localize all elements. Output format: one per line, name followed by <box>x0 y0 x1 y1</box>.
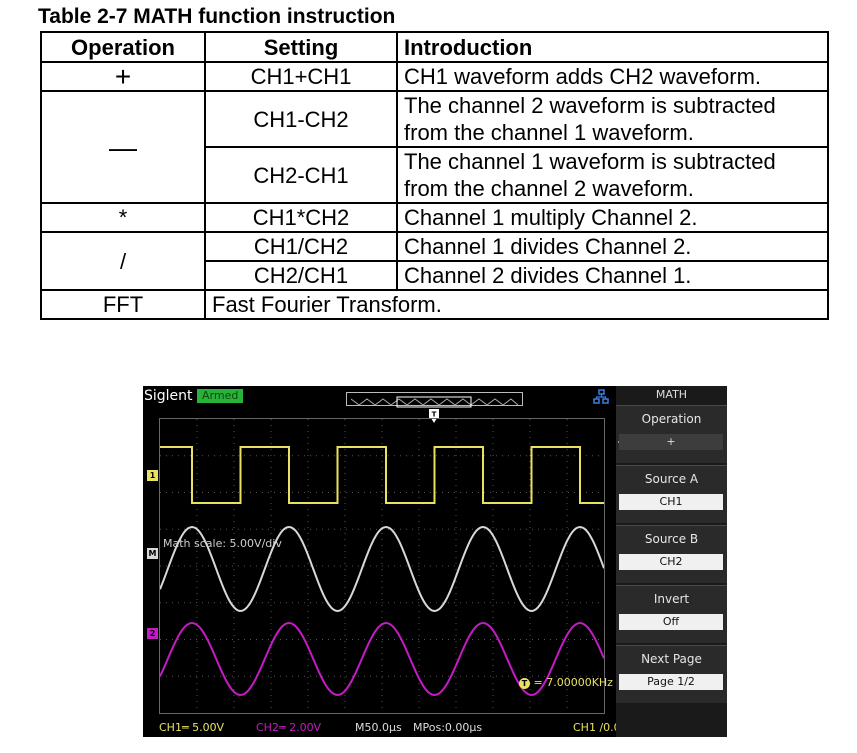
menu-invert[interactable]: Invert Off <box>616 585 727 643</box>
ch1-scale: CH1═ 5.00V <box>159 721 225 734</box>
trigger-position-icon: T <box>429 409 439 423</box>
menu-label: Invert <box>653 592 690 606</box>
table-row: CH2-CH1 The channel 1 waveform is subtra… <box>41 146 829 204</box>
menu-operation[interactable]: Operation + <box>616 405 727 463</box>
next-page-value: Page 1/2 <box>619 674 723 690</box>
header-operation: Operation <box>40 31 206 63</box>
network-icon <box>593 389 609 404</box>
math-side-menu: MATH Operation + Source A CH1 Source B C… <box>616 386 727 737</box>
table-row: / CH1/CH2 Channel 1 divides Channel 2. <box>40 231 829 291</box>
header-setting: Setting <box>204 31 398 63</box>
table-row: * CH1*CH2 Channel 1 multiply Channel 2. <box>40 202 829 233</box>
timebase-readout: M50.0µs <box>355 721 402 734</box>
operation-value: + <box>619 434 723 450</box>
status-bar: Siglent Armed <box>143 386 616 408</box>
menu-source-a[interactable]: Source A CH1 <box>616 465 727 523</box>
setting-cell: CH1-CH2 <box>204 90 398 148</box>
trigger-status-badge: Armed <box>197 389 244 403</box>
waveform-grid <box>159 418 727 714</box>
operation-cell: + <box>40 61 206 92</box>
header-introduction: Introduction <box>396 31 829 63</box>
introduction-cell: The channel 1 waveform is subtracted fro… <box>396 146 829 204</box>
memory-waveform-icon <box>350 396 519 408</box>
math-function-table: Operation Setting Introduction + CH1+CH1… <box>40 31 829 320</box>
menu-source-b[interactable]: Source B CH2 <box>616 525 727 583</box>
oscilloscope-screen: Siglent Armed T 1 M 2 Math scale: 5.00V/… <box>143 386 727 737</box>
frequency-readout: T = 7.00000KHz <box>519 676 613 689</box>
menu-title: MATH <box>655 388 688 401</box>
ch1-level-marker: 1 <box>147 470 158 481</box>
operation-cell: / <box>40 231 206 291</box>
setting-cell: CH2/CH1 <box>204 260 398 291</box>
svg-text:T: T <box>432 411 437 419</box>
menu-next-page[interactable]: Next Page Page 1/2 <box>616 645 727 703</box>
frequency-value: = 7.00000KHz <box>533 676 613 689</box>
setting-cell: CH2-CH1 <box>204 146 398 204</box>
introduction-cell: CH1 waveform adds CH2 waveform. <box>396 61 829 92</box>
trigger-frequency-icon: T <box>519 678 530 689</box>
setting-cell: CH1*CH2 <box>204 202 398 233</box>
waveform-display <box>159 419 727 713</box>
operation-cell: — <box>40 90 206 204</box>
menu-label: Operation <box>641 412 702 426</box>
source-a-value: CH1 <box>619 494 723 510</box>
introduction-cell: Fast Fourier Transform. <box>204 289 829 320</box>
ch2-scale: CH2═ 2.00V <box>256 721 322 734</box>
invert-value: Off <box>619 614 723 630</box>
introduction-cell: Channel 1 multiply Channel 2. <box>396 202 829 233</box>
table-row: — CH1-CH2 The channel 2 waveform is subt… <box>40 90 829 204</box>
math-waveform <box>159 525 605 613</box>
memory-depth-bar <box>346 392 523 408</box>
introduction-cell: The channel 2 waveform is subtracted fro… <box>396 90 829 148</box>
table-row: FFT Fast Fourier Transform. <box>40 289 829 320</box>
table-row: CH2/CH1 Channel 2 divides Channel 1. <box>41 260 829 291</box>
setting-cell: CH1/CH2 <box>204 231 398 262</box>
menu-label: Source A <box>644 472 699 486</box>
menu-label: Next Page <box>641 652 702 666</box>
setting-cell: CH1+CH1 <box>204 61 398 92</box>
math-level-marker: M <box>147 548 158 559</box>
table-row: + CH1+CH1 CH1 waveform adds CH2 waveform… <box>40 61 829 92</box>
operation-cell: * <box>40 202 206 233</box>
ch2-level-marker: 2 <box>147 628 158 639</box>
brand-label: Siglent <box>144 388 193 404</box>
operation-cell: FFT <box>40 289 206 320</box>
math-scale-label: Math scale: 5.00V/div <box>163 537 282 550</box>
introduction-cell: Channel 1 divides Channel 2. <box>396 231 829 262</box>
introduction-cell: Channel 2 divides Channel 1. <box>396 260 829 291</box>
table-header-row: Operation Setting Introduction <box>40 31 829 63</box>
ch2-waveform <box>159 621 605 697</box>
table-caption: Table 2-7 MATH function instruction <box>38 5 396 28</box>
source-b-value: CH2 <box>619 554 723 570</box>
horizontal-position-readout: MPos:0.00µs <box>413 721 483 734</box>
menu-label: Source B <box>644 532 699 546</box>
